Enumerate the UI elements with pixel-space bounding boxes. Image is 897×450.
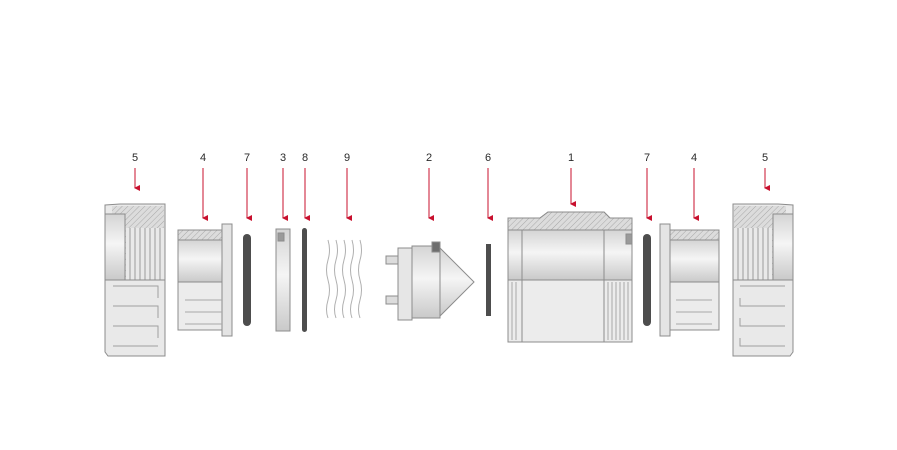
part-4-seal-insert-left bbox=[177, 223, 233, 337]
leader-arrows bbox=[134, 168, 770, 221]
part-9-contact-wires bbox=[326, 239, 362, 319]
callout-label-7-left: 7 bbox=[243, 152, 251, 164]
callout-label-4-left: 4 bbox=[199, 152, 207, 164]
part-7-o-ring-left bbox=[243, 234, 251, 326]
callout-label-8: 8 bbox=[301, 152, 309, 164]
callout-label-4-right: 4 bbox=[690, 152, 698, 164]
part-3-washer bbox=[275, 228, 291, 332]
part-8-o-ring bbox=[302, 228, 307, 332]
part-5-union-nut-right bbox=[732, 203, 794, 357]
callout-label-6: 6 bbox=[484, 152, 492, 164]
callout-label-1: 1 bbox=[567, 152, 575, 164]
part-4-seal-insert-right bbox=[659, 223, 720, 337]
part-7-o-ring-right bbox=[643, 234, 651, 326]
part-6-gasket bbox=[486, 244, 491, 316]
part-1-housing bbox=[507, 211, 633, 343]
callout-label-5-left: 5 bbox=[131, 152, 139, 164]
callout-label-3: 3 bbox=[279, 152, 287, 164]
callout-label-5-right: 5 bbox=[761, 152, 769, 164]
callout-label-7-right: 7 bbox=[643, 152, 651, 164]
callout-label-2: 2 bbox=[425, 152, 433, 164]
part-2-contact-carrier bbox=[385, 241, 475, 321]
part-5-union-nut-left bbox=[104, 203, 166, 357]
callout-label-9: 9 bbox=[343, 152, 351, 164]
